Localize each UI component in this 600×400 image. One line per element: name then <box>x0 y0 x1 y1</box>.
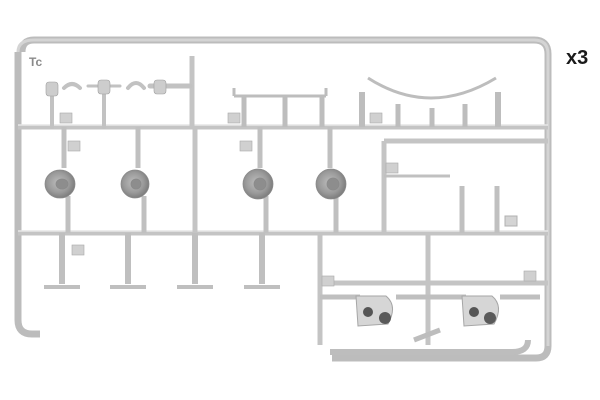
bottom-rail <box>330 339 531 355</box>
top-parts-left <box>50 81 193 129</box>
outer-frame <box>14 36 552 362</box>
multiplier-label: x3 <box>566 47 589 69</box>
horizontal-rails <box>18 124 548 286</box>
bottom-rods <box>44 233 280 289</box>
top-parts-right <box>359 76 501 127</box>
part-number-tabs <box>59 112 537 287</box>
wheel-parts <box>61 127 339 233</box>
vertical-rails <box>189 56 431 345</box>
small-parts-right <box>384 174 518 233</box>
top-parts-middle <box>232 88 328 127</box>
hub-icon <box>320 294 540 327</box>
wheel-icon <box>44 168 347 200</box>
sprue-letter-label: Tc <box>29 55 43 69</box>
